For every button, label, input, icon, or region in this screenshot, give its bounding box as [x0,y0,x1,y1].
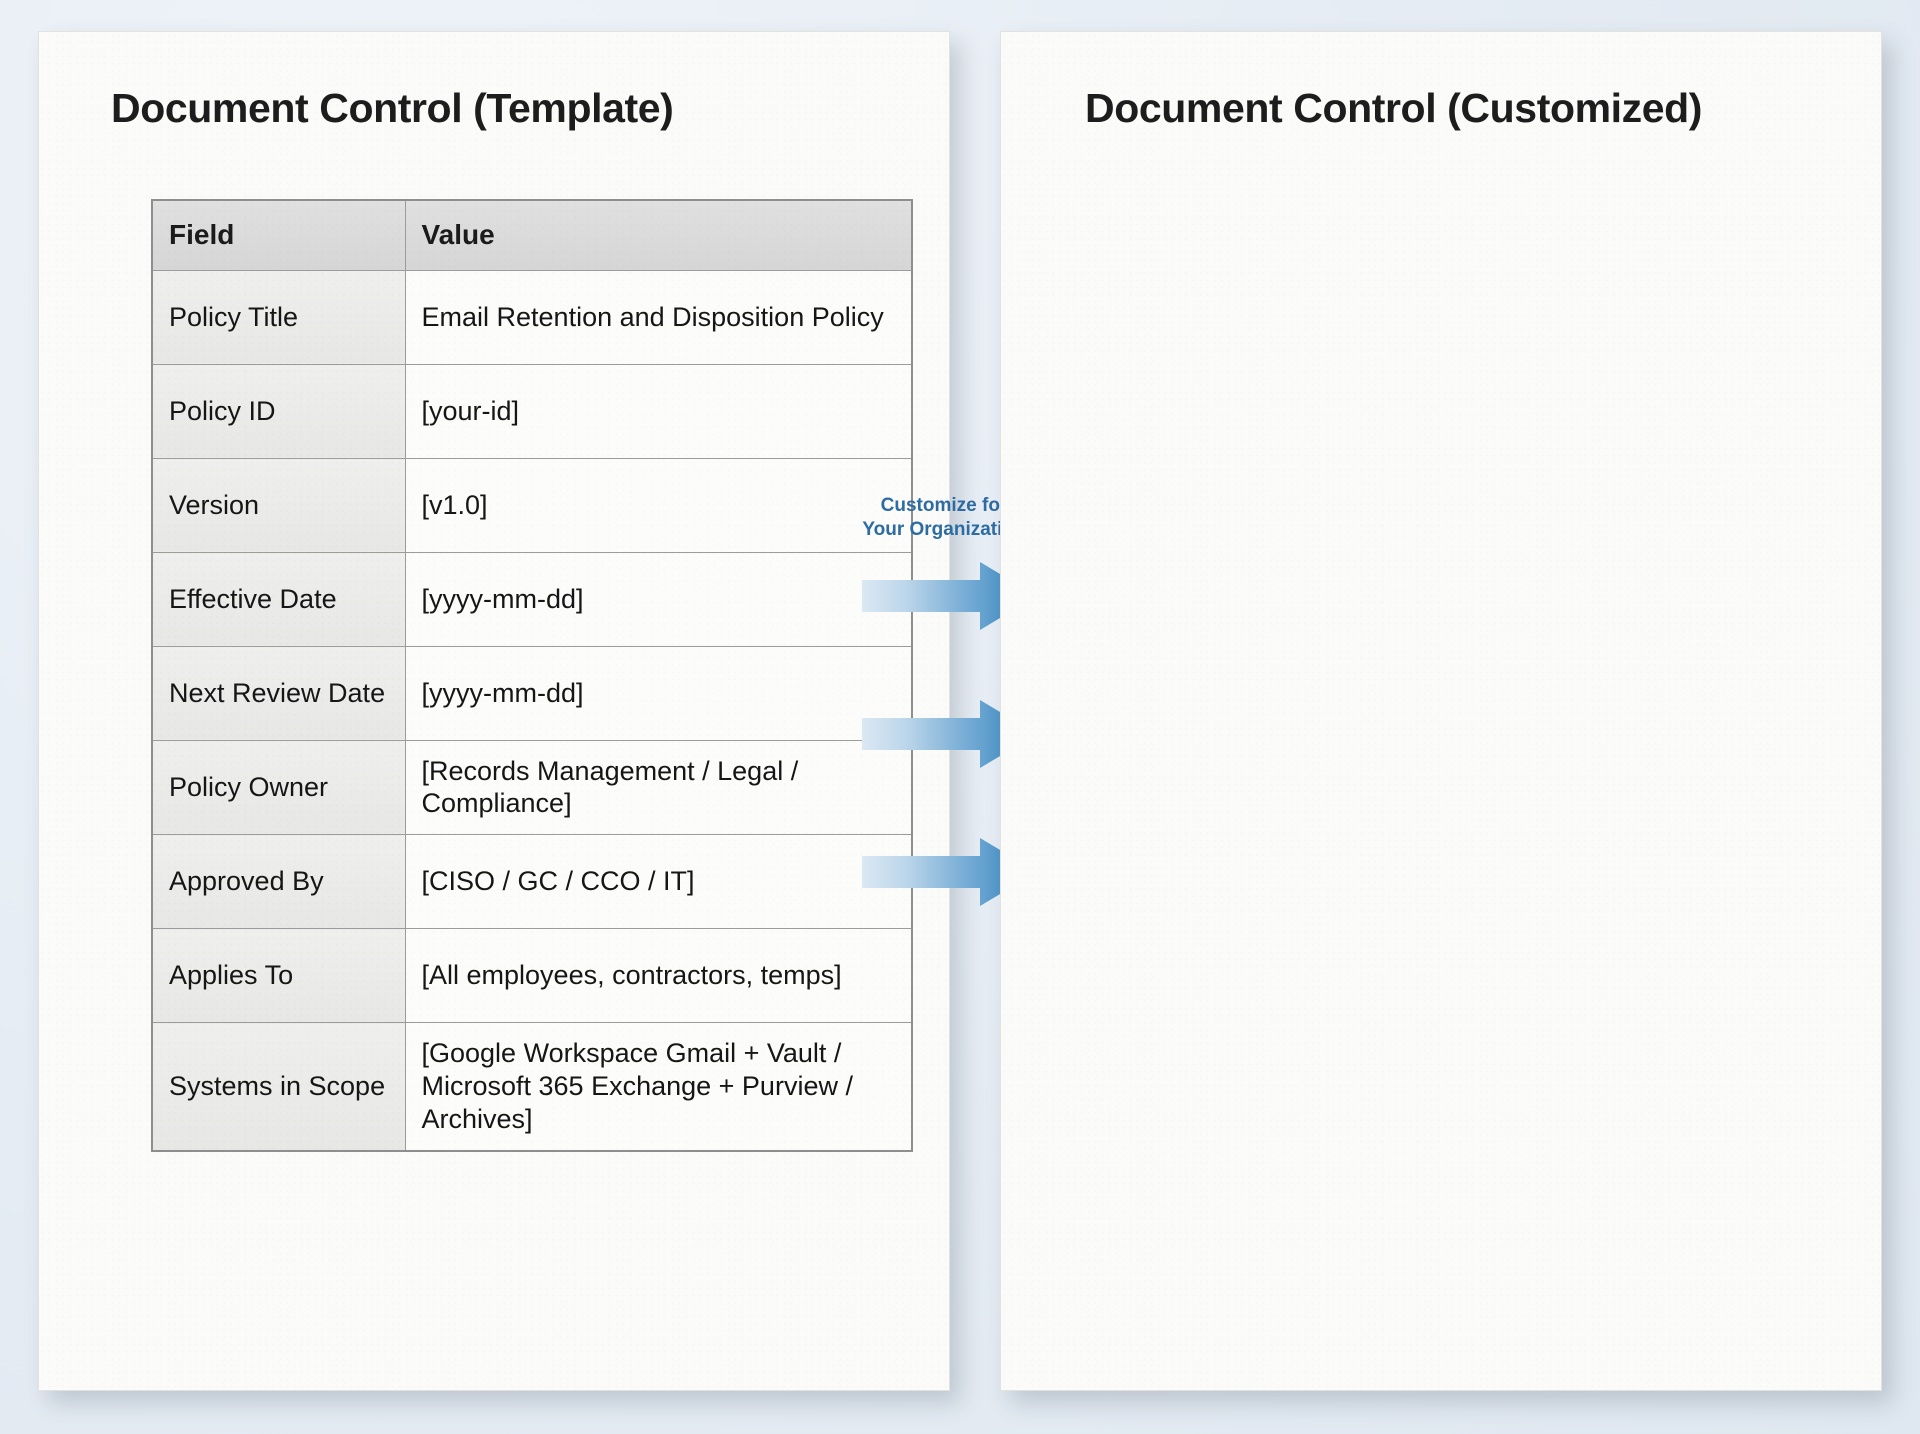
field-label: Next Review Date [151,645,406,741]
field-value-placeholder: [All employees, contractors, temps] [404,928,913,1024]
field-value-placeholder: [Google Workspace Gmail + Vault / Micros… [404,1022,913,1152]
field-value-placeholder: [Records Management / Legal / Compliance… [404,739,913,836]
field-value-placeholder: [your-id] [404,363,913,459]
table-row: Policy ID [your-id] [151,363,913,459]
table-row: Next Review Date [yyyy-mm-dd] [151,645,913,741]
table-row: Approved By [CISO / GC / CCO / IT] [151,834,913,930]
column-header-value: Value [404,199,913,271]
customized-panel-card: Document Control (Customized) Field Valu… [1000,31,1882,1391]
field-label: Policy ID [151,363,406,459]
table-row: Effective Date [yyyy-mm-dd] [151,551,913,647]
field-value-placeholder: [yyyy-mm-dd] [404,551,913,647]
table-row: Policy Title Email Retention and Disposi… [151,269,913,365]
table-header-row: Field Value [151,199,913,271]
template-panel-card: Document Control (Template) Field Value … [38,31,950,1391]
column-header-field: Field [151,199,406,271]
field-label: Approved By [151,834,406,930]
table-row: Systems in Scope [Google Workspace Gmail… [151,1022,913,1152]
field-label: Effective Date [151,551,406,647]
table-row: Policy Owner [Records Management / Legal… [151,739,913,836]
table-row: Applies To [All employees, contractors, … [151,928,913,1024]
field-value-placeholder: [yyyy-mm-dd] [404,645,913,741]
template-document-control-table: Field Value Policy Title Email Retention… [151,199,913,1153]
field-label: Policy Owner [151,739,406,836]
table-row: Version [v1.0] [151,457,913,553]
field-label: Systems in Scope [151,1022,406,1152]
field-label: Version [151,457,406,553]
right-panel-title: Document Control (Customized) [1085,85,1703,131]
left-panel-title: Document Control (Template) [111,85,674,131]
field-value-placeholder: [v1.0] [404,457,913,553]
field-label: Applies To [151,928,406,1024]
field-value-placeholder: [CISO / GC / CCO / IT] [404,834,913,930]
field-value: Email Retention and Disposition Policy [404,269,913,365]
field-label: Policy Title [151,269,406,365]
